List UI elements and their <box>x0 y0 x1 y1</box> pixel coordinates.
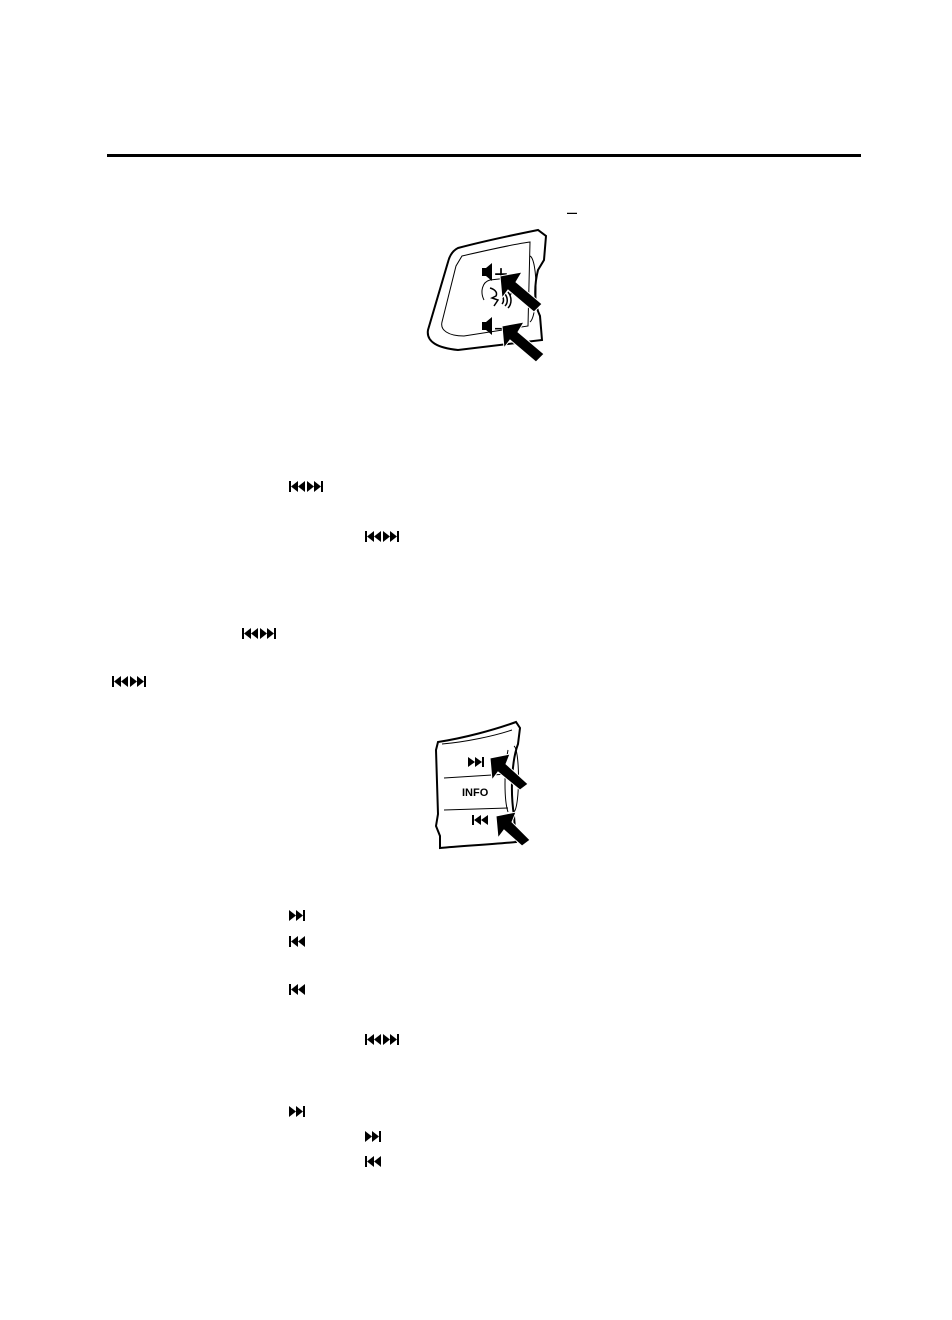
arrow-down-icon <box>501 321 545 363</box>
speaker-minus-icon <box>482 317 492 335</box>
prev-next-icon <box>112 675 146 688</box>
skip-next-icon <box>289 1105 305 1118</box>
skip-previous-icon <box>289 935 305 948</box>
skip-previous-icon <box>472 815 488 825</box>
skip-next-icon <box>289 909 305 922</box>
skip-previous-icon <box>289 983 305 996</box>
minus-mark: – <box>567 202 578 222</box>
volume-switch-figure: + − <box>418 226 558 363</box>
prev-next-icon <box>242 627 276 640</box>
skip-next-icon <box>468 757 484 767</box>
skip-next-icon <box>365 1130 381 1143</box>
header-rule <box>107 154 861 157</box>
arrow-down-icon <box>495 811 531 847</box>
prev-next-icon <box>365 530 399 543</box>
speaker-plus-icon <box>482 263 492 281</box>
arrow-up-icon <box>489 753 529 791</box>
voice-icon <box>489 287 512 309</box>
prev-next-icon <box>365 1033 399 1046</box>
track-switch-figure: INFO <box>434 720 534 850</box>
info-button-label: INFO <box>462 787 489 799</box>
skip-previous-icon <box>365 1155 381 1168</box>
arrow-up-icon <box>499 271 543 313</box>
prev-next-icon <box>289 480 323 493</box>
